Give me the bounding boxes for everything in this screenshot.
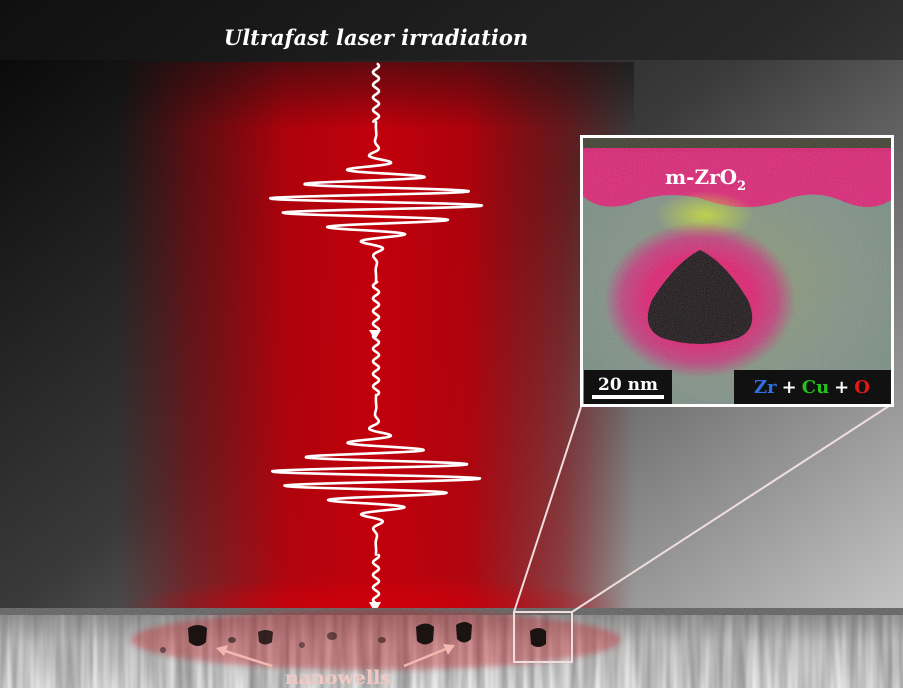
legend-zr: Zr: [754, 377, 777, 398]
propagation-arrows: [369, 330, 381, 613]
legend-background: [734, 370, 891, 404]
legend-plus: +: [782, 377, 797, 398]
nanowell: [327, 632, 337, 640]
pulse-tail-bottom: [371, 553, 381, 606]
phase-label: m-ZrO2: [665, 165, 746, 194]
nanowell: [160, 647, 166, 653]
element-legend: Zr+Cu+O: [754, 377, 870, 398]
nanowell: [378, 637, 386, 643]
figure-title: Ultrafast laser irradiation: [224, 25, 528, 50]
scale-bar-label: 20 nm: [598, 375, 658, 395]
legend-plus: +: [834, 377, 849, 398]
nanowells: [160, 622, 546, 653]
laser-pulse-upper: [268, 120, 484, 283]
arrow-down-icon: [369, 602, 381, 613]
eds-map-inset: m-ZrO2 20 nm Zr+Cu+O: [580, 135, 894, 407]
phase-subscript: 2: [737, 179, 746, 194]
zoom-box: [513, 611, 573, 663]
nanowells-label: nanowells: [285, 667, 391, 688]
nanowell: [258, 630, 273, 645]
nanowell: [416, 623, 434, 645]
substrate-cross-section: [0, 608, 903, 688]
nanowell: [228, 637, 236, 643]
nanowell-pointers: [216, 644, 455, 668]
legend-cu: Cu: [802, 377, 829, 398]
title-banner: [0, 0, 903, 60]
scale-bar: [592, 395, 664, 399]
zoom-indicator: [513, 403, 893, 663]
nanowell: [299, 642, 305, 648]
legend-o: O: [854, 377, 870, 398]
nanowell: [188, 625, 207, 646]
zoom-connector-right: [571, 403, 893, 613]
nanowell: [530, 628, 546, 647]
nanowell: [456, 622, 472, 643]
zoom-connector-left: [513, 403, 583, 613]
laser-pulse-lower: [270, 393, 482, 556]
pulse-tail-top: [371, 62, 381, 123]
arrow-down-icon: [369, 330, 381, 340]
